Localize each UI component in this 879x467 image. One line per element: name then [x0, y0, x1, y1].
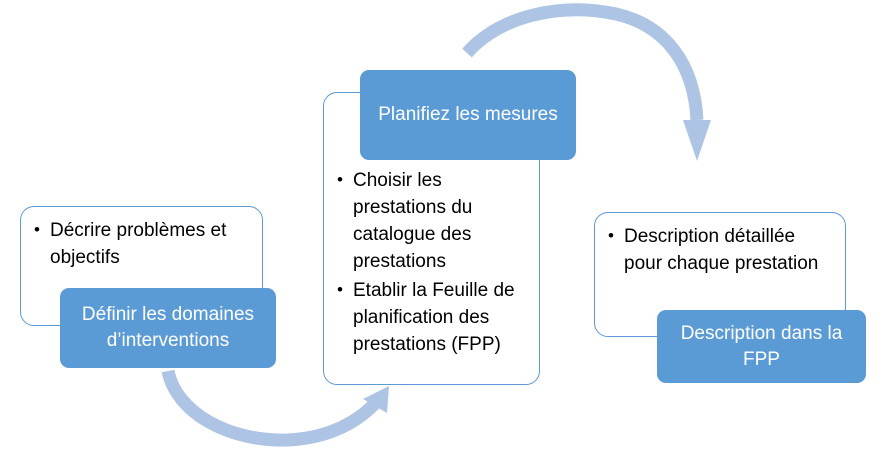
- step-2-title-card[interactable]: Planifiez les mesures: [360, 70, 576, 160]
- step-2-bullet-list: Choisir les prestations du catalogue des…: [336, 166, 529, 358]
- step-2-title-label: Planifiez les mesures: [378, 104, 558, 125]
- step-3-bullet-list: Description détaillée pour chaque presta…: [607, 222, 833, 277]
- list-item: Description détaillée pour chaque presta…: [607, 222, 833, 277]
- step-3-bullet-card: Description détaillée pour chaque presta…: [594, 212, 846, 337]
- list-item: Choisir les prestations du catalogue des…: [336, 166, 529, 275]
- step-1-bullet-list: Décrire problèmes et objectifs: [33, 216, 250, 271]
- step-3-title-label: Description dans la FPP: [680, 322, 843, 370]
- step-3-title-card[interactable]: Description dans la FPP: [657, 310, 866, 383]
- list-item: Décrire problèmes et objectifs: [33, 216, 250, 271]
- step-1-title-card[interactable]: Définir les domaines d’interventions: [60, 288, 276, 368]
- list-item: Etablir la Feuille de planification des …: [336, 276, 529, 358]
- step-1-title-label: Définir les domaines d’interventions: [81, 304, 255, 351]
